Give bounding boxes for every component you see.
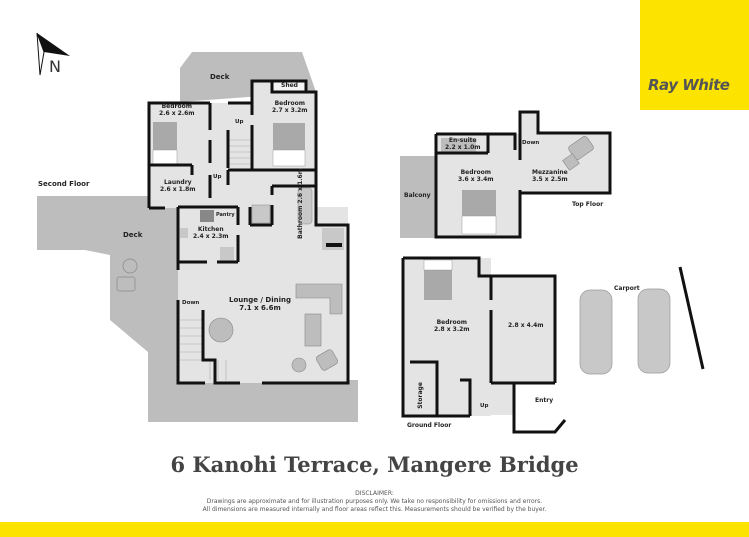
carport-plan (579, 266, 705, 375)
room-2-8x4-4: 2.8 x 4.4m (508, 322, 544, 329)
footer-bar (0, 522, 749, 537)
carport-label: Carport (614, 285, 640, 292)
disclaimer-heading: DISCLAIMER: (355, 490, 394, 497)
floor-label-second: Second Floor (38, 180, 90, 188)
compass-label: N (49, 57, 61, 76)
disclaimer-line-1: Drawings are approximate and for illustr… (206, 498, 543, 505)
room-shed: Shed (281, 82, 298, 89)
north-compass-icon (36, 32, 70, 76)
room-deck-left: Deck (123, 231, 143, 239)
room-balcony: Balcony (404, 192, 431, 199)
stairs-down-top: Down (522, 140, 540, 146)
disclaimer-line-2: All dimensions are measured internally a… (202, 506, 547, 513)
stairs-up-ground: Up (480, 403, 489, 409)
ground-floor-plan (401, 256, 567, 434)
stairs-up-2: Up (213, 174, 222, 180)
car-icon (637, 288, 671, 374)
brand-logo-text: Ray White (648, 76, 730, 94)
room-deck-top: Deck (210, 73, 230, 81)
second-floor-plan (37, 52, 358, 422)
floor-label-top: Top Floor (572, 201, 604, 208)
property-address-title: 6 Kanohi Terrace, Mangere Bridge (170, 452, 579, 477)
car-icon (579, 289, 613, 375)
room-pantry: Pantry (216, 212, 235, 218)
top-floor-plan (400, 110, 612, 239)
floor-label-ground: Ground Floor (407, 422, 452, 429)
stairs-up-1: Up (235, 119, 244, 125)
stairs-down: Down (182, 300, 200, 306)
room-storage: Storage (416, 382, 424, 409)
brand-logo-block (640, 0, 749, 110)
entry-label: Entry (535, 397, 554, 404)
